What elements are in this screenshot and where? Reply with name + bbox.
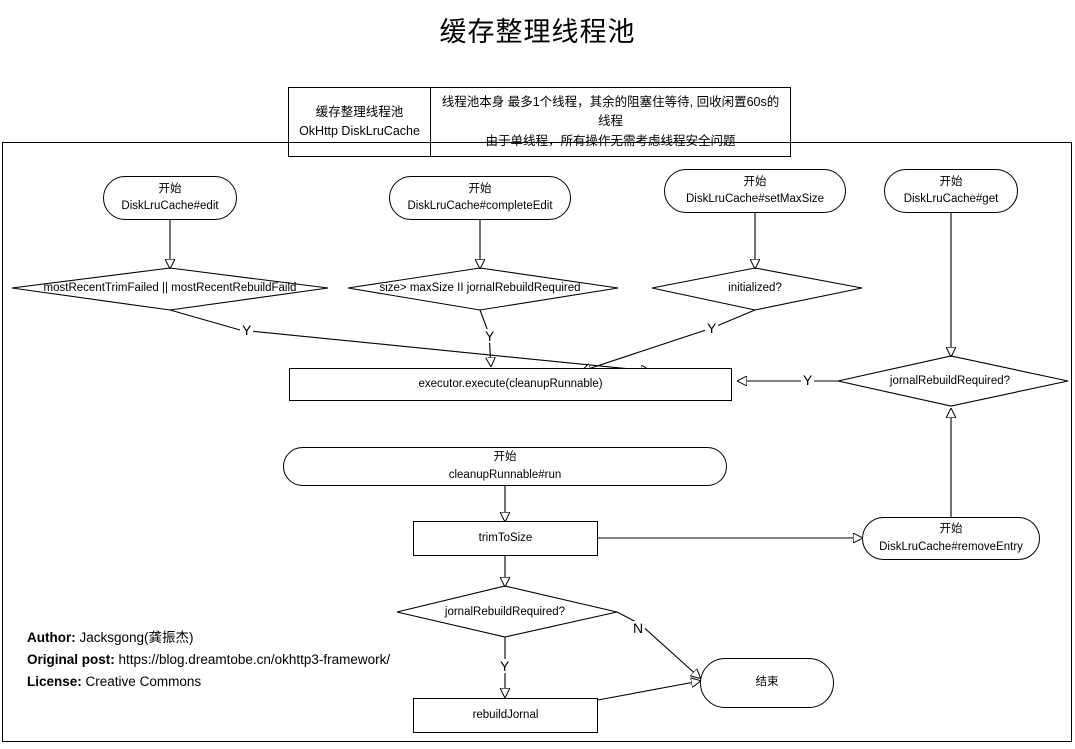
edge-label-y-journal-right: Y	[801, 372, 815, 388]
node-cleanup-runnable-run-line2: cleanupRunnable#run	[448, 468, 562, 481]
legend-description-line1: 线程池本身 最多1个线程，其余的阻塞住等待, 回收闲置60s的线程	[441, 95, 780, 129]
edge-label-y-middle: Y	[483, 328, 497, 344]
legend-description-line2: 由于单线程，所有操作无需考虑线程安全问题	[485, 133, 736, 148]
node-start-get-line2: DiskLruCache#get	[903, 193, 999, 205]
edge-label-n-bottom: N	[631, 620, 646, 636]
credits-post-label: Original post:	[27, 651, 115, 667]
node-end[interactable]: 结束	[700, 658, 834, 708]
diamond-journal-rebuild-bottom	[396, 585, 618, 638]
credits-license-row: License: Creative Commons	[27, 671, 390, 693]
node-start-set-max-size[interactable]: 开始 DiskLruCache#setMaxSize	[664, 169, 846, 213]
credits-block: Author: Jacksgong(龚振杰) Original post: ht…	[27, 627, 390, 693]
legend-table: 缓存整理线程池 OkHttp DiskLruCache 线程池本身 最多1个线程…	[288, 87, 791, 158]
node-remove-entry-line1: 开始	[939, 523, 963, 536]
node-rebuild-jornal[interactable]: rebuildJornal	[413, 698, 598, 733]
node-start-complete-edit-line1: 开始	[468, 182, 492, 195]
edge-initialized-Y-to-executor	[582, 309, 756, 371]
node-remove-entry-line2: DiskLruCache#removeEntry	[879, 540, 1023, 553]
diamond-size-maxsize	[347, 267, 619, 311]
node-cleanup-runnable-run[interactable]: 开始 cleanupRunnable#run	[283, 447, 727, 486]
node-start-set-max-size-line2: DiskLruCache#setMaxSize	[685, 193, 825, 205]
page-title: 缓存整理线程池	[439, 17, 636, 47]
node-start-edit[interactable]: 开始 DiskLruCache#edit	[103, 176, 237, 220]
credits-author-value: Jacksgong(龚振杰)	[79, 630, 194, 645]
node-start-complete-edit-line2: DiskLruCache#completeEdit	[407, 200, 553, 212]
legend-subject-line1: 缓存整理线程池	[315, 104, 404, 119]
node-executor-execute[interactable]: executor.execute(cleanupRunnable)	[289, 368, 732, 401]
node-cleanup-runnable-run-line1: 开始	[493, 451, 517, 464]
diamond-trim-failed	[11, 267, 329, 311]
node-end-label: 结束	[755, 676, 779, 689]
node-executor-execute-label: executor.execute(cleanupRunnable)	[418, 377, 603, 390]
node-remove-entry[interactable]: 开始 DiskLruCache#removeEntry	[862, 517, 1040, 560]
edge-decision-N-to-end	[616, 611, 700, 678]
node-start-edit-line2: DiskLruCache#edit	[121, 200, 219, 212]
legend-cell-subject: 缓存整理线程池 OkHttp DiskLruCache	[289, 88, 430, 156]
legend-subject-line2: OkHttp DiskLruCache	[299, 124, 420, 139]
diagram-frame	[2, 142, 1072, 742]
node-trim-to-size-label: trimToSize	[478, 531, 533, 544]
credits-author-row: Author: Jacksgong(龚振杰)	[27, 627, 390, 649]
node-trim-to-size[interactable]: trimToSize	[413, 521, 598, 556]
node-start-set-max-size-line1: 开始	[743, 175, 767, 188]
diamond-journal-rebuild-right	[837, 355, 1069, 407]
edge-rebuildjornal-to-end	[597, 681, 700, 701]
node-start-get[interactable]: 开始 DiskLruCache#get	[884, 169, 1018, 213]
edge-trimfailed-Y-to-executor	[169, 309, 650, 371]
node-start-complete-edit[interactable]: 开始 DiskLruCache#completeEdit	[389, 176, 571, 220]
credits-license-value: Creative Commons	[85, 673, 202, 689]
legend-cell-description: 线程池本身 最多1个线程，其余的阻塞住等待, 回收闲置60s的线程 由于单线程，…	[430, 88, 790, 157]
credits-post-row: Original post: https://blog.dreamtobe.cn…	[27, 649, 390, 671]
diamond-initialized	[651, 267, 863, 311]
node-start-get-line1: 开始	[939, 175, 963, 188]
credits-author-label: Author:	[27, 630, 76, 645]
credits-post-value[interactable]: https://blog.dreamtobe.cn/okhttp3-framew…	[118, 651, 391, 667]
edge-label-y-left: Y	[240, 322, 254, 338]
edge-label-y-bottom: Y	[498, 658, 512, 674]
node-rebuild-jornal-label: rebuildJornal	[472, 708, 539, 721]
node-start-edit-line1: 开始	[158, 182, 182, 195]
credits-license-label: License:	[27, 673, 82, 689]
edge-label-y-right: Y	[705, 320, 719, 336]
